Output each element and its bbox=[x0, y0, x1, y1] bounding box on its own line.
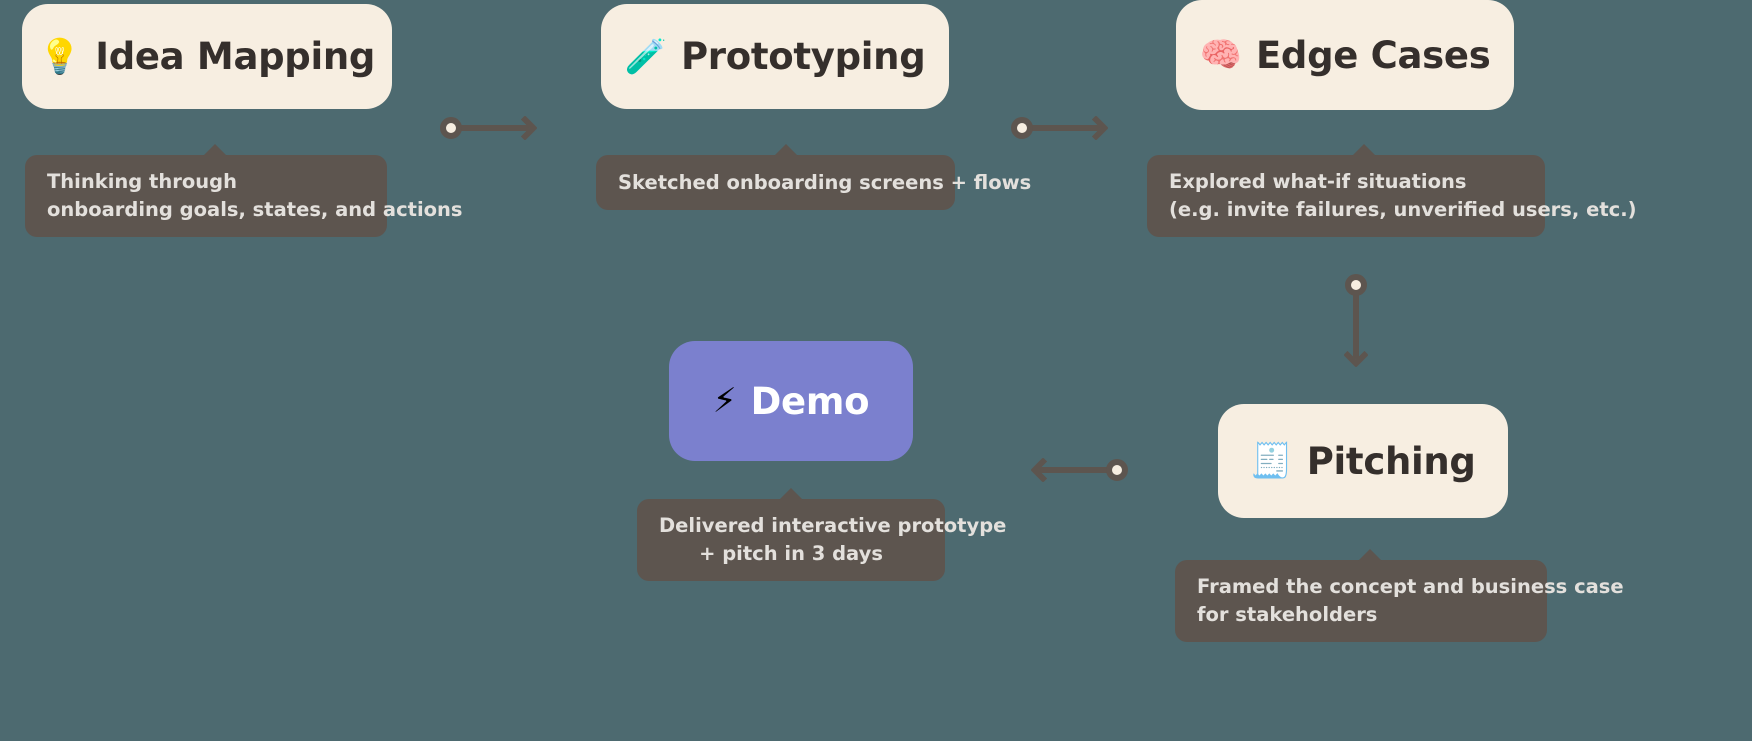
note-idea-mapping: Thinking through onboarding goals, state… bbox=[25, 144, 463, 237]
node-demo[interactable]: ⚡ Demo bbox=[669, 341, 913, 461]
note-edge-cases: Explored what-if situations (e.g. invite… bbox=[1147, 144, 1637, 237]
connector-dot bbox=[1345, 274, 1367, 296]
note-prototyping: Sketched onboarding screens + flows bbox=[596, 144, 1032, 210]
note-line: Sketched onboarding screens + flows bbox=[618, 170, 1032, 194]
note-line: Explored what-if situations bbox=[1169, 170, 1467, 194]
connector-dot bbox=[1106, 459, 1128, 481]
note-line: for stakeholders bbox=[1197, 603, 1378, 626]
note-tail bbox=[1358, 549, 1382, 561]
connector-line bbox=[1022, 125, 1100, 131]
note-line: Delivered interactive prototype bbox=[659, 514, 1007, 538]
connector-pitching-to-demo bbox=[1024, 456, 1128, 484]
connector-idea-to-prototyping bbox=[440, 114, 542, 142]
light-bulb-icon: 💡 bbox=[38, 36, 82, 77]
connector-dot bbox=[1011, 117, 1033, 139]
node-label-pitching: Pitching bbox=[1306, 439, 1476, 483]
node-label-edge-cases: Edge Cases bbox=[1255, 33, 1491, 77]
note-line: + pitch in 3 days bbox=[699, 542, 883, 565]
connector-line bbox=[1353, 285, 1359, 359]
note-line: Framed the concept and business case bbox=[1197, 575, 1624, 599]
brain-icon: 🧠 bbox=[1199, 35, 1242, 75]
connector-prototyping-to-edge-cases bbox=[1011, 114, 1113, 142]
arrow-head-down-icon bbox=[1343, 342, 1369, 368]
node-idea-mapping[interactable]: 💡 Idea Mapping bbox=[22, 4, 392, 109]
connector-dot bbox=[440, 117, 462, 139]
note-tail bbox=[203, 144, 227, 156]
node-label-prototyping: Prototyping bbox=[680, 35, 926, 78]
note-line: Thinking through bbox=[47, 170, 237, 194]
node-prototyping[interactable]: 🧪 Prototyping bbox=[601, 4, 949, 109]
note-tail bbox=[1352, 144, 1376, 156]
note-line: (e.g. invite failures, unverified users,… bbox=[1169, 198, 1637, 221]
arrow-head-left-icon bbox=[1030, 457, 1056, 483]
note-tail bbox=[779, 488, 803, 500]
node-edge-cases[interactable]: 🧠 Edge Cases bbox=[1176, 0, 1514, 110]
note-pitching: Framed the concept and business case for… bbox=[1175, 549, 1624, 642]
arrow-head-right-icon bbox=[512, 115, 538, 141]
note-tail bbox=[774, 144, 798, 156]
test-tube-icon: 🧪 bbox=[624, 36, 667, 77]
connector-edge-cases-to-pitching bbox=[1342, 274, 1370, 374]
connector-line bbox=[1039, 467, 1117, 473]
connector-line bbox=[451, 125, 529, 131]
note-demo: Delivered interactive prototype + pitch … bbox=[637, 488, 1007, 581]
receipt-icon: 🧾 bbox=[1250, 441, 1293, 481]
note-line: onboarding goals, states, and actions bbox=[47, 198, 463, 221]
node-label-idea-mapping: Idea Mapping bbox=[95, 35, 376, 78]
node-pitching[interactable]: 🧾 Pitching bbox=[1218, 404, 1508, 518]
lightning-bolt-icon: ⚡ bbox=[712, 381, 737, 421]
node-label-demo: Demo bbox=[750, 379, 870, 423]
arrow-head-right-icon bbox=[1083, 115, 1109, 141]
